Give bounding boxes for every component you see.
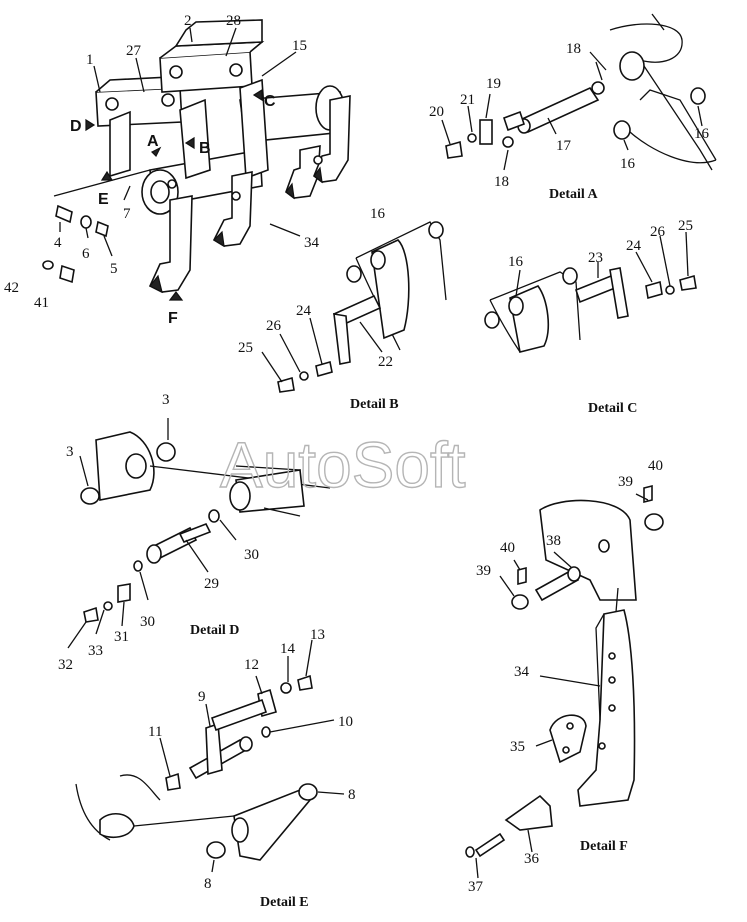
label-detail-d-30-left: 30 (140, 614, 155, 630)
label-detail-b-22: 22 (378, 354, 393, 370)
label-detail-e-13: 13 (310, 627, 325, 643)
label-detail-f-39-left: 39 (476, 563, 491, 579)
label-detail-e-9: 9 (198, 689, 206, 705)
label-detail-b-24: 24 (296, 303, 312, 319)
label-detail-d-3-top: 3 (162, 392, 170, 408)
view-marker-a: A (147, 133, 159, 150)
detail-c-drawing (484, 231, 697, 353)
label-detail-e-11: 11 (148, 724, 162, 740)
label-detail-e-8-right: 8 (348, 787, 356, 803)
label-detail-f-40-top: 40 (648, 458, 663, 474)
detail-e-drawing (75, 639, 345, 873)
caption-detail-d: Detail D (190, 623, 239, 638)
main-assembly (42, 19, 351, 301)
label-detail-c-26: 26 (650, 224, 666, 240)
label-detail-d-29: 29 (204, 576, 219, 592)
detail-b-drawing (261, 221, 447, 393)
view-marker-b: B (199, 140, 211, 157)
label-part-1: 1 (86, 52, 94, 68)
label-detail-e-14: 14 (280, 641, 296, 657)
detail-d-drawing (67, 418, 331, 649)
label-detail-d-32: 32 (58, 657, 73, 673)
detail-f-drawing (465, 484, 664, 879)
label-detail-d-30-right: 30 (244, 547, 259, 563)
label-part-42: 42 (4, 280, 19, 296)
label-detail-b-26: 26 (266, 318, 282, 334)
label-detail-a-16-left: 16 (620, 156, 636, 172)
label-part-7: 7 (123, 206, 131, 222)
label-part-28: 28 (226, 13, 241, 29)
label-detail-c-23: 23 (588, 250, 603, 266)
label-detail-d-3-left: 3 (66, 444, 74, 460)
view-marker-c: C (264, 93, 276, 110)
label-detail-e-12: 12 (244, 657, 259, 673)
label-detail-f-35: 35 (510, 739, 525, 755)
watermark-text: AutoSoft (220, 429, 466, 501)
label-detail-a-18-top: 18 (566, 41, 581, 57)
label-part-34: 34 (304, 235, 320, 251)
label-detail-d-33: 33 (88, 643, 103, 659)
label-detail-f-38: 38 (546, 533, 561, 549)
label-part-27: 27 (126, 43, 142, 59)
label-detail-a-17: 17 (556, 138, 572, 154)
label-detail-e-8-bottom: 8 (204, 876, 212, 892)
view-marker-f: F (168, 310, 178, 327)
label-detail-c-25: 25 (678, 218, 693, 234)
caption-detail-e: Detail E (260, 895, 309, 910)
label-detail-f-39-top: 39 (618, 474, 633, 490)
detail-a-drawing (441, 13, 717, 171)
caption-detail-a: Detail A (549, 187, 598, 202)
label-detail-f-34: 34 (514, 664, 530, 680)
label-part-15: 15 (292, 38, 307, 54)
label-part-6: 6 (82, 246, 90, 262)
label-detail-a-20: 20 (429, 104, 444, 120)
label-detail-c-24: 24 (626, 238, 642, 254)
label-part-2: 2 (184, 13, 192, 29)
label-detail-a-21: 21 (460, 92, 475, 108)
label-part-41: 41 (34, 295, 49, 311)
label-detail-f-37: 37 (468, 879, 484, 895)
caption-detail-c: Detail C (588, 401, 637, 416)
label-detail-a-18-bottom: 18 (494, 174, 509, 190)
label-detail-f-36: 36 (524, 851, 540, 867)
label-part-4: 4 (54, 235, 62, 251)
label-detail-f-40-left: 40 (500, 540, 515, 556)
caption-detail-b: Detail B (350, 397, 399, 412)
label-detail-a-16-right: 16 (694, 126, 710, 142)
label-detail-d-31: 31 (114, 629, 129, 645)
label-detail-c-16: 16 (508, 254, 524, 270)
label-part-5: 5 (110, 261, 118, 277)
label-detail-a-19: 19 (486, 76, 501, 92)
label-detail-b-16: 16 (370, 206, 386, 222)
caption-detail-f: Detail F (580, 839, 628, 854)
label-detail-e-10: 10 (338, 714, 353, 730)
view-marker-e: E (98, 191, 109, 208)
label-detail-b-25: 25 (238, 340, 253, 356)
view-marker-d: D (70, 118, 82, 135)
